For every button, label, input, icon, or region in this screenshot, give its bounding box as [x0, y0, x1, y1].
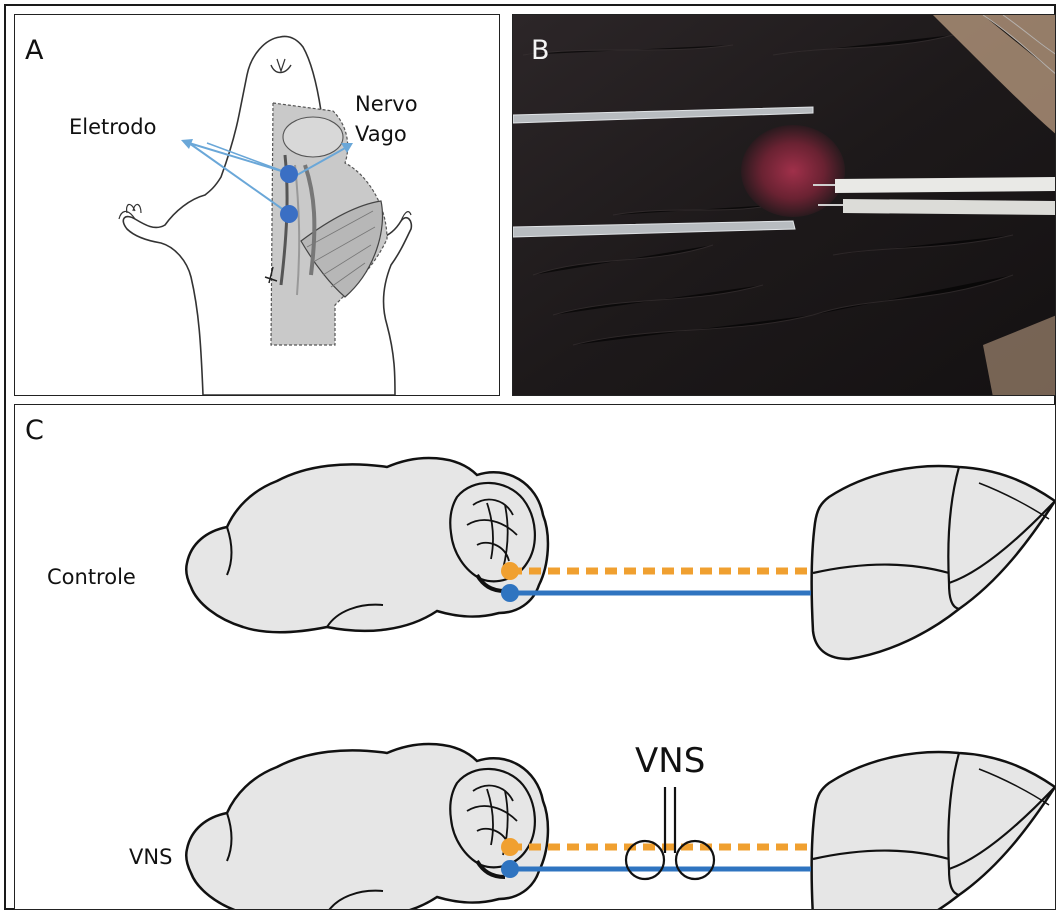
control-row-label: Controle — [47, 565, 136, 589]
control-blue-node — [501, 584, 519, 602]
vns-stimulator — [626, 787, 714, 879]
vns-blue-node — [501, 860, 519, 878]
electrode-dot-upper — [280, 165, 298, 183]
control-liver — [812, 466, 1055, 659]
vns-orange-node — [501, 838, 519, 856]
panel-b-surgery-photo: B — [512, 14, 1056, 396]
panel-a: A Eletrodo Nervo Vago — [14, 14, 500, 396]
panel-b-letter: B — [531, 35, 550, 66]
surgery-photo — [513, 15, 1056, 396]
vns-liver — [812, 752, 1055, 910]
nerve-label: Nervo Vago — [355, 89, 418, 149]
electrode-label: Eletrodo — [69, 115, 156, 139]
incision-site — [741, 125, 845, 217]
panel-c: C — [14, 404, 1056, 910]
nerve-label-line1: Nervo — [355, 89, 418, 119]
electrode-tube-upper — [835, 177, 1056, 193]
stimulator-label: VNS — [635, 741, 705, 781]
vns-schematic — [15, 405, 1056, 910]
nerve-label-line2: Vago — [355, 119, 418, 149]
rat-dissection-illustration — [15, 15, 500, 396]
control-orange-node — [501, 562, 519, 580]
electrode-dot-lower — [280, 205, 298, 223]
gland — [283, 117, 343, 157]
electrode-tube-lower — [843, 199, 1056, 215]
vns-brain — [186, 744, 548, 910]
control-brain — [186, 458, 548, 632]
vns-row-label: VNS — [129, 845, 172, 869]
